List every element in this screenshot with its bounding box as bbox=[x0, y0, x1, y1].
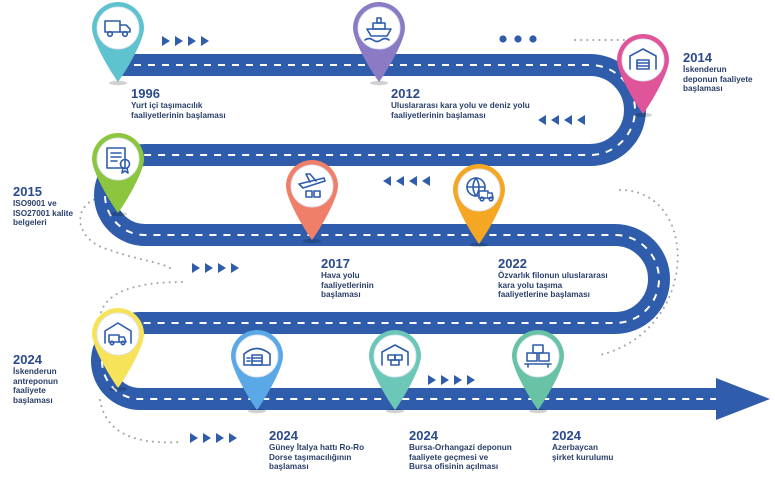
pin-shadow bbox=[248, 408, 266, 414]
pin-shadow bbox=[109, 386, 127, 392]
pin-face bbox=[236, 335, 278, 377]
milestone-year: 2017 bbox=[321, 256, 350, 271]
truck-icon bbox=[104, 20, 131, 38]
milestone-description: Güney İtalya hattı Ro-Ro Dorse taşımacıl… bbox=[269, 443, 365, 472]
dotted-connector bbox=[99, 281, 183, 321]
milestone-2017: 2017 Hava yolu faaliyetlerinin başlaması bbox=[321, 256, 374, 300]
map-pin bbox=[92, 308, 144, 392]
warehouse-icon bbox=[629, 48, 657, 70]
pin-shadow bbox=[529, 408, 547, 414]
pin-shadow bbox=[470, 242, 488, 248]
milestone-description: ISO9001 ve ISO27001 kalite belgeleri bbox=[13, 199, 74, 228]
hangar-icon bbox=[243, 347, 271, 366]
map-pin bbox=[369, 330, 421, 414]
milestone-1996: 1996 Yurt içi taşımacılık faaliyetlerini… bbox=[131, 86, 226, 120]
pin-face-ring bbox=[235, 334, 279, 378]
milestone-2022: 2022 Özvarlık filonun uluslararası kara … bbox=[498, 256, 608, 300]
milestone-year: 2024 bbox=[552, 428, 581, 443]
dots bbox=[499, 35, 537, 43]
map-pin bbox=[231, 330, 283, 414]
pin-face bbox=[97, 313, 139, 355]
pin-face-ring bbox=[516, 334, 560, 378]
arrows-left bbox=[383, 176, 430, 186]
arrows-right bbox=[428, 375, 475, 385]
milestone-year: 1996 bbox=[131, 86, 160, 101]
boxes-icon bbox=[524, 344, 552, 368]
pin-shadow bbox=[109, 211, 127, 217]
road-arrow-head bbox=[716, 378, 770, 420]
milestone-year: 2015 bbox=[13, 184, 42, 199]
pin-face-ring bbox=[357, 6, 401, 50]
milestone-description: Bursa-Orhangazi deponun faaliyete geçmes… bbox=[409, 443, 512, 472]
arrows-left bbox=[538, 115, 585, 125]
milestone-description: Özvarlık filonun uluslararası kara yolu … bbox=[498, 271, 608, 300]
pin-face bbox=[291, 165, 333, 207]
arrows-right bbox=[162, 36, 209, 46]
milestone-description: Azerbaycan şirket kurulumu bbox=[552, 443, 614, 462]
depot-icon bbox=[381, 344, 409, 366]
milestone-2024-italya: 2024 Güney İtalya hattı Ro-Ro Dorse taşı… bbox=[269, 428, 364, 472]
dotted-connectors bbox=[79, 39, 679, 444]
pin-face bbox=[97, 7, 139, 49]
pin-face-ring bbox=[457, 168, 501, 212]
milestone-description: İskenderun deponun faaliyete başlaması bbox=[683, 65, 753, 94]
milestone-2014: 2014 İskenderun deponun faaliyete başlam… bbox=[683, 50, 753, 94]
map-pin bbox=[286, 160, 338, 244]
map-pin bbox=[453, 164, 505, 248]
map-pin bbox=[512, 330, 564, 414]
pin-shadow bbox=[634, 112, 652, 118]
milestone-2024-iskenderun: 2024 İskenderun antreponun faaliyete baş… bbox=[13, 352, 58, 405]
dotted-connector bbox=[99, 399, 181, 444]
pin-face-ring bbox=[373, 334, 417, 378]
arrows-right bbox=[190, 433, 237, 443]
milestone-year: 2024 bbox=[13, 352, 42, 367]
dotted-connector bbox=[79, 195, 171, 269]
ship-icon bbox=[364, 17, 392, 43]
warehouse-truck-icon bbox=[104, 322, 132, 346]
pin-face-ring bbox=[96, 6, 140, 50]
pin-shadow bbox=[370, 80, 388, 86]
certificate-icon bbox=[106, 147, 131, 174]
pin-shadow bbox=[303, 238, 321, 244]
airplane-icon bbox=[298, 173, 326, 198]
milestone-description: Uluslararası kara yolu ve deniz yolu faa… bbox=[391, 101, 530, 120]
pin-face-ring bbox=[96, 312, 140, 356]
pin-shadow bbox=[109, 80, 127, 86]
milestone-2015: 2015 ISO9001 ve ISO27001 kalite belgeler… bbox=[13, 184, 73, 228]
milestone-2012: 2012 Uluslararası kara yolu ve deniz yol… bbox=[391, 86, 530, 120]
pin-face-ring bbox=[96, 137, 140, 181]
milestone-description: İskenderun antreponun faaliyete başlamas… bbox=[13, 367, 59, 405]
pins-layer bbox=[92, 2, 669, 414]
map-pin bbox=[92, 133, 144, 217]
milestone-year: 2014 bbox=[683, 50, 712, 65]
milestone-description: Yurt içi taşımacılık faaliyetlerinin baş… bbox=[131, 101, 226, 120]
pin-shadow bbox=[386, 408, 404, 414]
milestone-year: 2024 bbox=[409, 428, 438, 443]
map-pin bbox=[353, 2, 405, 86]
pin-face-ring bbox=[621, 38, 665, 82]
map-pin bbox=[617, 34, 669, 118]
milestone-year: 2022 bbox=[498, 256, 527, 271]
milestone-2024-azerbaycan: 2024 Azerbaycan şirket kurulumu bbox=[552, 428, 613, 462]
milestone-description: Hava yolu faaliyetlerinin başlaması bbox=[321, 271, 374, 300]
milestone-year: 2024 bbox=[269, 428, 298, 443]
arrows-right bbox=[192, 263, 239, 273]
milestone-2024-bursa: 2024 Bursa-Orhangazi deponun faaliyete g… bbox=[409, 428, 512, 472]
globe-truck-icon bbox=[466, 177, 494, 202]
milestone-year: 2012 bbox=[391, 86, 420, 101]
direction-arrows bbox=[162, 35, 585, 443]
map-pin bbox=[92, 2, 144, 86]
pin-face-ring bbox=[290, 164, 334, 208]
